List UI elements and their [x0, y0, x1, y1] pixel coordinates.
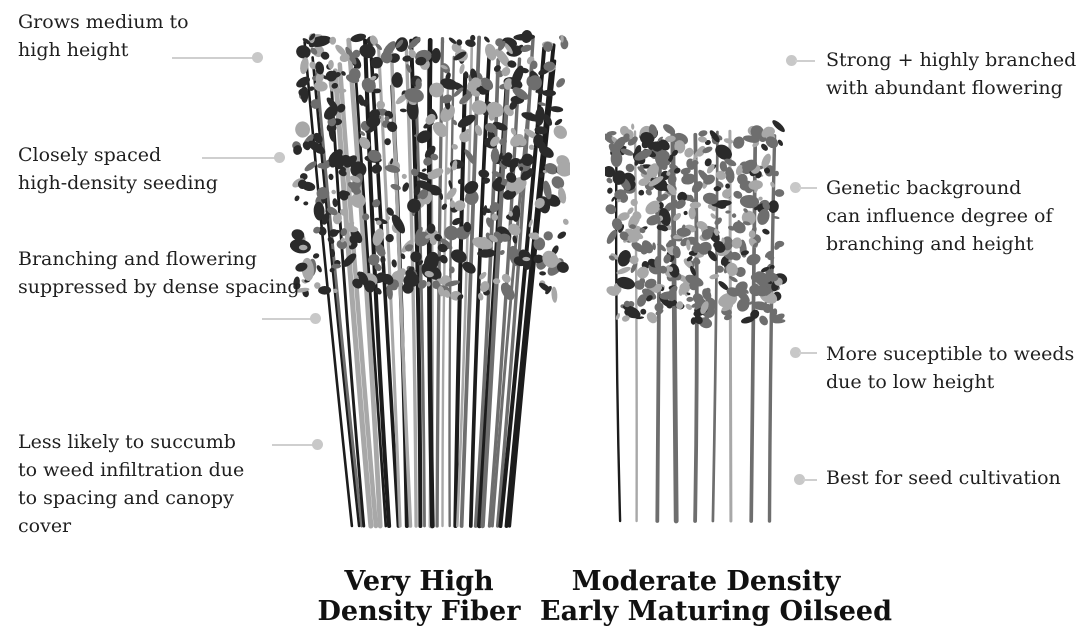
annotation-best-seed: Best for seed cultivation — [826, 464, 1061, 492]
annotation-line: Best for seed cultivation — [826, 464, 1061, 492]
plant-leaf — [376, 100, 386, 110]
plant-leaf — [391, 259, 397, 268]
annotation-grows-medium-height: Grows medium to high height — [18, 8, 189, 64]
annotation-line: Strong + highly branched — [826, 46, 1076, 74]
plant-leaf — [401, 173, 408, 180]
plant-stalk — [730, 131, 731, 521]
plant-leaf — [491, 148, 500, 164]
leader-line — [803, 479, 817, 481]
caption-line: Very High — [308, 567, 530, 597]
plant-leaf — [551, 123, 570, 142]
plant-leaf — [544, 231, 553, 240]
plant-leaf — [542, 90, 556, 97]
plant-leaf — [477, 168, 490, 179]
leader-line — [202, 157, 276, 159]
annotation-branching-suppressed: Branching and flowering suppressed by de… — [18, 245, 300, 301]
plant-leaf — [624, 162, 636, 174]
leader-dot — [274, 152, 285, 163]
plant-leaf — [723, 137, 734, 144]
caption-oilseed: Moderate Density Early Maturing Oilseed — [540, 567, 872, 627]
leader-line — [262, 318, 312, 320]
plant-leaf — [616, 265, 632, 275]
plant-leaf — [550, 106, 564, 113]
plant-leaf — [400, 108, 407, 112]
plant-leaf — [539, 271, 546, 276]
plant-leaf — [698, 129, 708, 137]
plant-leaf — [761, 228, 770, 236]
leader-line — [795, 60, 815, 62]
annotation-line: Branching and flowering — [18, 245, 300, 273]
annotation-line: Less likely to succumb — [18, 428, 244, 456]
fiber-plant-illustration — [290, 28, 570, 533]
plant-leaf — [606, 187, 613, 195]
caption-line: Early Maturing Oilseed — [540, 597, 872, 627]
caption-line: Density Fiber — [308, 597, 530, 627]
leader-line — [272, 444, 314, 446]
annotation-line: Closely spaced — [18, 141, 218, 169]
leader-line — [799, 187, 817, 189]
plant-leaf — [709, 273, 720, 280]
annotation-line: with abundant flowering — [826, 74, 1076, 102]
plant-leaf — [686, 297, 693, 302]
plant-leaf — [637, 189, 645, 197]
plant-leaf — [683, 210, 688, 215]
plant-leaf — [421, 168, 427, 173]
annotation-closely-spaced: Closely spaced high-density seeding — [18, 141, 218, 197]
annotation-line: to weed infiltration due — [18, 456, 244, 484]
plant-leaf — [630, 198, 639, 207]
annotation-susceptible-weeds: More suceptible to weeds due to low heig… — [826, 340, 1074, 396]
plant-leaf — [448, 36, 458, 45]
annotation-line: can influence degree of — [826, 202, 1053, 230]
plant-leaf — [605, 177, 613, 185]
plant-leaf — [562, 218, 570, 226]
plant-stalk — [770, 136, 775, 521]
plant-leaf — [328, 173, 334, 180]
annotation-line: due to low height — [826, 368, 1074, 396]
leader-line — [172, 57, 254, 59]
plant-leaf — [611, 151, 623, 168]
leader-dot — [312, 439, 323, 450]
plant-leaf — [749, 230, 756, 238]
annotation-line: suppressed by dense spacing — [18, 273, 300, 301]
annotation-line: branching and height — [826, 230, 1053, 258]
plant-stalk — [442, 77, 448, 526]
plant-leaf — [316, 264, 323, 273]
plant-leaf — [303, 201, 308, 205]
annotation-line: high height — [18, 36, 189, 64]
leader-line — [799, 352, 817, 354]
plant-leaf — [774, 189, 784, 197]
caption-fiber: Very High Density Fiber — [308, 567, 530, 627]
plant-leaf — [334, 88, 347, 93]
plant-leaf — [554, 118, 564, 127]
plant-leaf — [441, 203, 449, 211]
plant-leaf — [554, 76, 566, 89]
annotation-line: to spacing and canopy — [18, 484, 244, 512]
plant-leaf — [556, 230, 567, 240]
annotation-line: Grows medium to — [18, 8, 189, 36]
annotation-line: Genetic background — [826, 174, 1053, 202]
leader-dot — [310, 313, 321, 324]
plant-leaf — [294, 195, 301, 202]
annotation-line: cover — [18, 512, 244, 540]
annotation-line: high-density seeding — [18, 169, 218, 197]
caption-line: Moderate Density — [540, 567, 872, 597]
annotation-less-likely-weeds: Less likely to succumb to weed infiltrat… — [18, 428, 244, 540]
plant-leaf — [732, 213, 737, 218]
plant-leaf — [551, 286, 558, 303]
plant-leaf — [312, 252, 320, 259]
plant-leaf — [384, 232, 396, 244]
plant-leaf — [631, 123, 635, 129]
annotation-line: More suceptible to weeds — [826, 340, 1074, 368]
plant-leaf — [294, 121, 311, 139]
annotation-strong-branched: Strong + highly branched with abundant f… — [826, 46, 1076, 102]
plant-leaf — [331, 189, 337, 195]
plant-leaf — [483, 36, 491, 44]
annotation-genetic-background: Genetic background can influence degree … — [826, 174, 1053, 258]
leader-dot — [252, 52, 263, 63]
oilseed-plant-illustration — [605, 118, 790, 528]
plant-leaf — [483, 42, 498, 62]
